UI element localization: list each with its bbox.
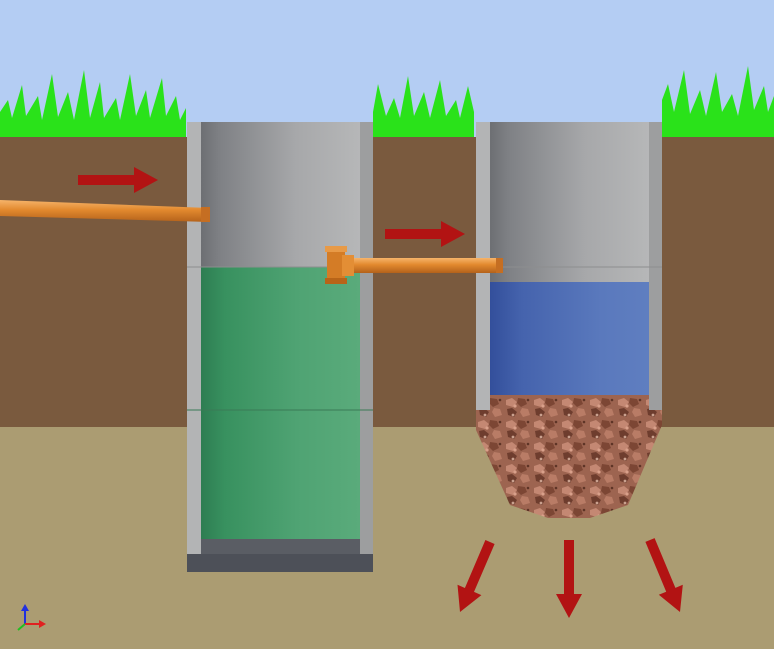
inlet-pipe (0, 200, 210, 222)
septic-tank-bottom (201, 539, 360, 554)
overflow-pipe (325, 246, 503, 284)
grass-middle (373, 76, 474, 137)
overflow-pipe-body (345, 258, 503, 273)
arrow-flow-into-filter-well (385, 221, 465, 247)
axis-x-arrowhead (39, 620, 46, 628)
arrow-seepage-left (457, 540, 495, 612)
septic-tank-wastewater (201, 267, 360, 539)
axis-y-arrowhead (21, 604, 29, 611)
grass-right (662, 66, 774, 137)
septic-tank (187, 122, 373, 572)
filter-well-air-space (490, 122, 649, 282)
septic-tank-air-space (201, 122, 360, 267)
subsoil-layer (0, 427, 774, 649)
inlet-pipe-end (201, 207, 210, 222)
gravel-filter-bed (476, 395, 662, 518)
axis-z-line (17, 623, 26, 631)
filter-well (476, 122, 662, 518)
flow-arrows (78, 167, 683, 618)
arrow-flow-into-septic (78, 167, 158, 193)
arrow-seepage-right (645, 538, 683, 612)
filter-well-water (490, 282, 649, 395)
septic-tank-base-slab (187, 554, 373, 572)
arrow-seepage-down (556, 540, 582, 618)
axis-gizmo (17, 604, 46, 631)
grass-left (0, 70, 186, 137)
tee-fitting (325, 246, 354, 284)
